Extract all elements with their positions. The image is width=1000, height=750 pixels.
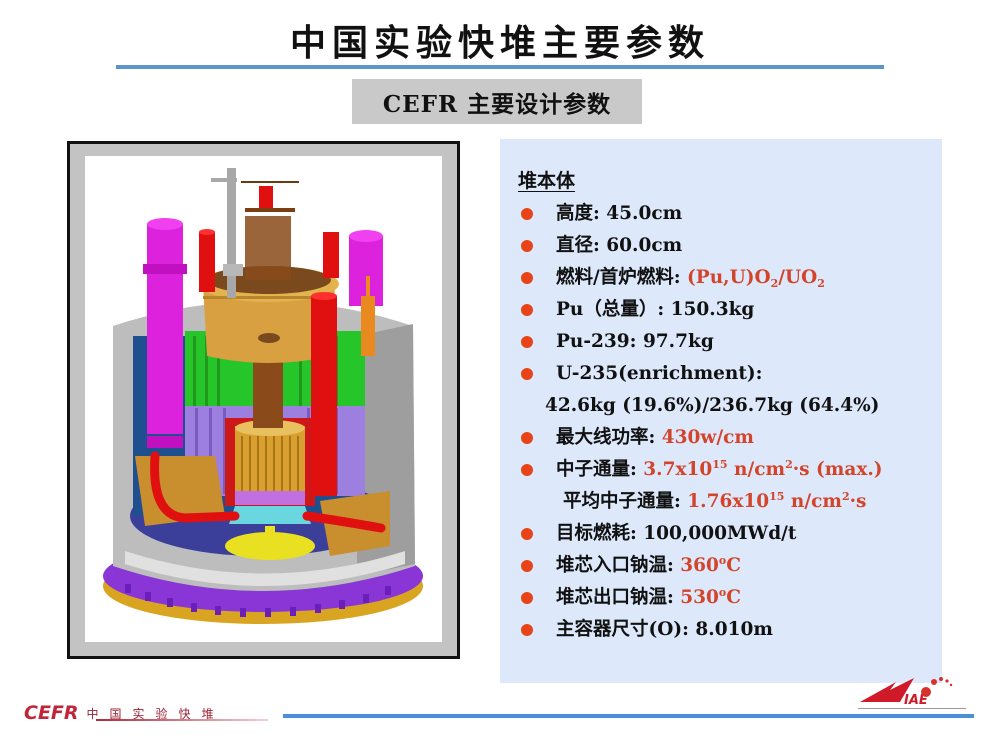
param-value: (Pu,U)O2/UO2 (687, 267, 825, 290)
subtitle-banner: CEFR 主要设计参数 (352, 79, 642, 124)
bullet-icon (521, 432, 533, 444)
bullet-icon (521, 528, 533, 540)
param-value: 97.7kg (642, 331, 714, 352)
bullet-icon (521, 368, 533, 380)
param-label: Pu（总量）: (556, 299, 671, 320)
param-value: 360oC (680, 554, 741, 576)
param-label: 堆芯入口钠温: (556, 555, 681, 576)
param-fuel: 燃料/首炉燃料: (Pu,U)O2/UO2 (500, 262, 942, 294)
bullet-icon (521, 208, 533, 220)
cefr-logo: CEFR 中国实验快堆 (24, 697, 268, 724)
param-pu239: Pu-239: 97.7kg (500, 326, 942, 358)
param-core-outlet-temp: 堆芯出口钠温: 530oC (500, 582, 942, 614)
param-value: 8.010m (695, 619, 773, 640)
param-label: 中子通量: (556, 459, 644, 480)
param-value: 150.3kg (670, 299, 755, 320)
bullet-icon (521, 304, 533, 316)
param-label: 高度: (556, 203, 607, 224)
param-core-inlet-temp: 堆芯入口钠温: 360oC (500, 550, 942, 582)
param-label: 直径: (556, 235, 607, 256)
param-height: 高度: 45.0cm (500, 198, 942, 230)
param-value: 430w/cm (661, 427, 754, 448)
param-pu-total: Pu（总量）: 150.3kg (500, 294, 942, 326)
cefr-logo-text: CEFR (24, 702, 79, 724)
param-value: 3.7x1015 n/cm2·s (max.) (643, 458, 883, 480)
reactor-image-frame (67, 141, 460, 659)
svg-text:IAE: IAE (904, 693, 928, 708)
section-heading-reactor-block: 堆本体 (518, 170, 576, 192)
parameters-panel: 堆本体 高度: 45.0cm 直径: 60.0cm 燃料/首炉燃料: (Pu,U… (500, 139, 942, 683)
param-label: Pu-239: (556, 331, 643, 352)
param-label: 主容器尺寸(O): (556, 619, 696, 640)
param-value: 60.0cm (606, 235, 683, 256)
param-value: 42.6kg (19.6%)/236.7kg (64.4%) (545, 395, 880, 416)
param-main-vessel-size: 主容器尺寸(O): 8.010m (500, 614, 942, 646)
bullet-icon (521, 624, 533, 636)
cefr-logo-swoosh (96, 719, 268, 721)
param-value: 1.76x1015 n/cm2·s (687, 490, 867, 512)
cefr-logo-cn: 中国实验快堆 (86, 707, 225, 721)
param-value: 100,000MWd/t (643, 523, 797, 544)
slide-subtitle: CEFR 主要设计参数 (382, 90, 612, 118)
iae-logo-underline (858, 708, 966, 709)
param-label: 平均中子通量: (563, 491, 688, 512)
param-target-burnup: 目标燃耗: 100,000MWd/t (500, 518, 942, 550)
bullet-icon (521, 464, 533, 476)
bullet-icon (521, 592, 533, 604)
param-label: 目标燃耗: (556, 523, 644, 544)
reactor-cutaway-image (85, 156, 442, 642)
title-divider (116, 65, 884, 69)
reactor-illustration (103, 168, 423, 624)
param-value: 45.0cm (606, 203, 683, 224)
iae-logo: IAE (856, 668, 956, 710)
bullet-icon (521, 272, 533, 284)
param-diameter: 直径: 60.0cm (500, 230, 942, 262)
param-u235-values: 42.6kg (19.6%)/236.7kg (64.4%) (500, 390, 942, 422)
param-label: 最大线功率: (556, 427, 662, 448)
parameter-list: 高度: 45.0cm 直径: 60.0cm 燃料/首炉燃料: (Pu,U)O2/… (500, 198, 942, 646)
param-u235-enrichment: U-235(enrichment): (500, 358, 942, 390)
param-neutron-flux: 中子通量: 3.7x1015 n/cm2·s (max.) (500, 454, 942, 486)
bullet-icon (521, 240, 533, 252)
bullet-icon (521, 560, 533, 572)
iae-logo-icon: IAE (860, 677, 953, 708)
param-label: U-235(enrichment): (556, 363, 763, 384)
param-label: 燃料/首炉燃料: (556, 267, 688, 288)
bullet-icon (521, 336, 533, 348)
param-value: 530oC (680, 586, 741, 608)
footer-divider (283, 714, 974, 718)
param-max-linear-power: 最大线功率: 430w/cm (500, 422, 942, 454)
param-label: 堆芯出口钠温: (556, 587, 681, 608)
slide-title: 中国实验快堆主要参数 (289, 22, 710, 64)
param-avg-neutron-flux: 平均中子通量: 1.76x1015 n/cm2·s (500, 486, 942, 518)
